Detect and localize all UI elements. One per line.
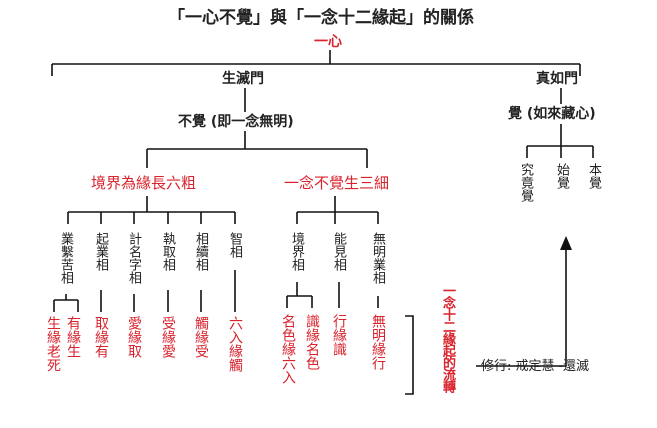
link-item: 愛緣取: [126, 316, 142, 358]
three-subtle-item: 無明業相: [370, 232, 385, 284]
link-item: 識緣名色: [304, 314, 320, 370]
link-item: 無明緣行: [370, 314, 386, 370]
link-item: 觸緣受: [193, 316, 209, 358]
three-subtle-item: 境界相: [289, 232, 304, 271]
connector-twelve-bracket: [405, 315, 414, 395]
link-item: 取緣有: [93, 316, 109, 358]
six-coarse-item: 業繫苦相: [58, 232, 73, 284]
link-item: 有緣生: [65, 316, 81, 358]
link-item: 受緣愛: [160, 316, 176, 358]
connector-three-subtle: [296, 196, 379, 224]
node-three-subtle: 一念不覺生三細: [284, 174, 390, 192]
branch-shengmie: 生滅門: [222, 71, 264, 87]
jue-child: 本覺: [586, 163, 601, 189]
connector-practice: [476, 248, 567, 367]
link-item: 生緣老死: [45, 316, 61, 372]
connector-jue: [526, 124, 594, 158]
jue-child: 究竟覺: [518, 163, 533, 202]
six-coarse-item: 執取相: [160, 232, 175, 271]
link-item: 行緣識: [331, 314, 347, 356]
practice-label: 修行: 戒定慧 -還滅: [481, 359, 590, 374]
three-subtle-item: 能見相: [331, 232, 346, 271]
connector-ye-fork: [53, 294, 79, 312]
twelve-links-label: 一念十二緣起的流轉: [440, 284, 455, 392]
connector-jingjie-fork: [286, 282, 313, 308]
node-bujue: 不覺 (即一念無明): [178, 114, 294, 130]
jue-child: 始覺: [554, 163, 569, 189]
six-coarse-item: 起業相: [93, 232, 108, 271]
connector-root: [51, 50, 581, 76]
six-coarse-item: 相續相: [193, 232, 208, 271]
connector-six-coarse: [67, 196, 236, 224]
page-title: 「一心不覺」與「一念十二緣起」的關係: [168, 8, 474, 28]
practice-arrow-icon: [560, 236, 572, 250]
six-coarse-item: 智相: [227, 232, 242, 258]
node-jue: 覺 (如來藏心): [508, 106, 596, 122]
node-six-coarse: 境界為緣長六粗: [91, 174, 197, 192]
root-node: 一心: [314, 34, 342, 50]
connector-bujue: [146, 131, 368, 168]
branch-zhenru: 真如門: [536, 71, 578, 87]
six-coarse-item: 計名字相: [126, 232, 141, 284]
link-item: 六入緣觸: [227, 316, 243, 372]
link-item: 名色緣六入: [280, 314, 296, 384]
